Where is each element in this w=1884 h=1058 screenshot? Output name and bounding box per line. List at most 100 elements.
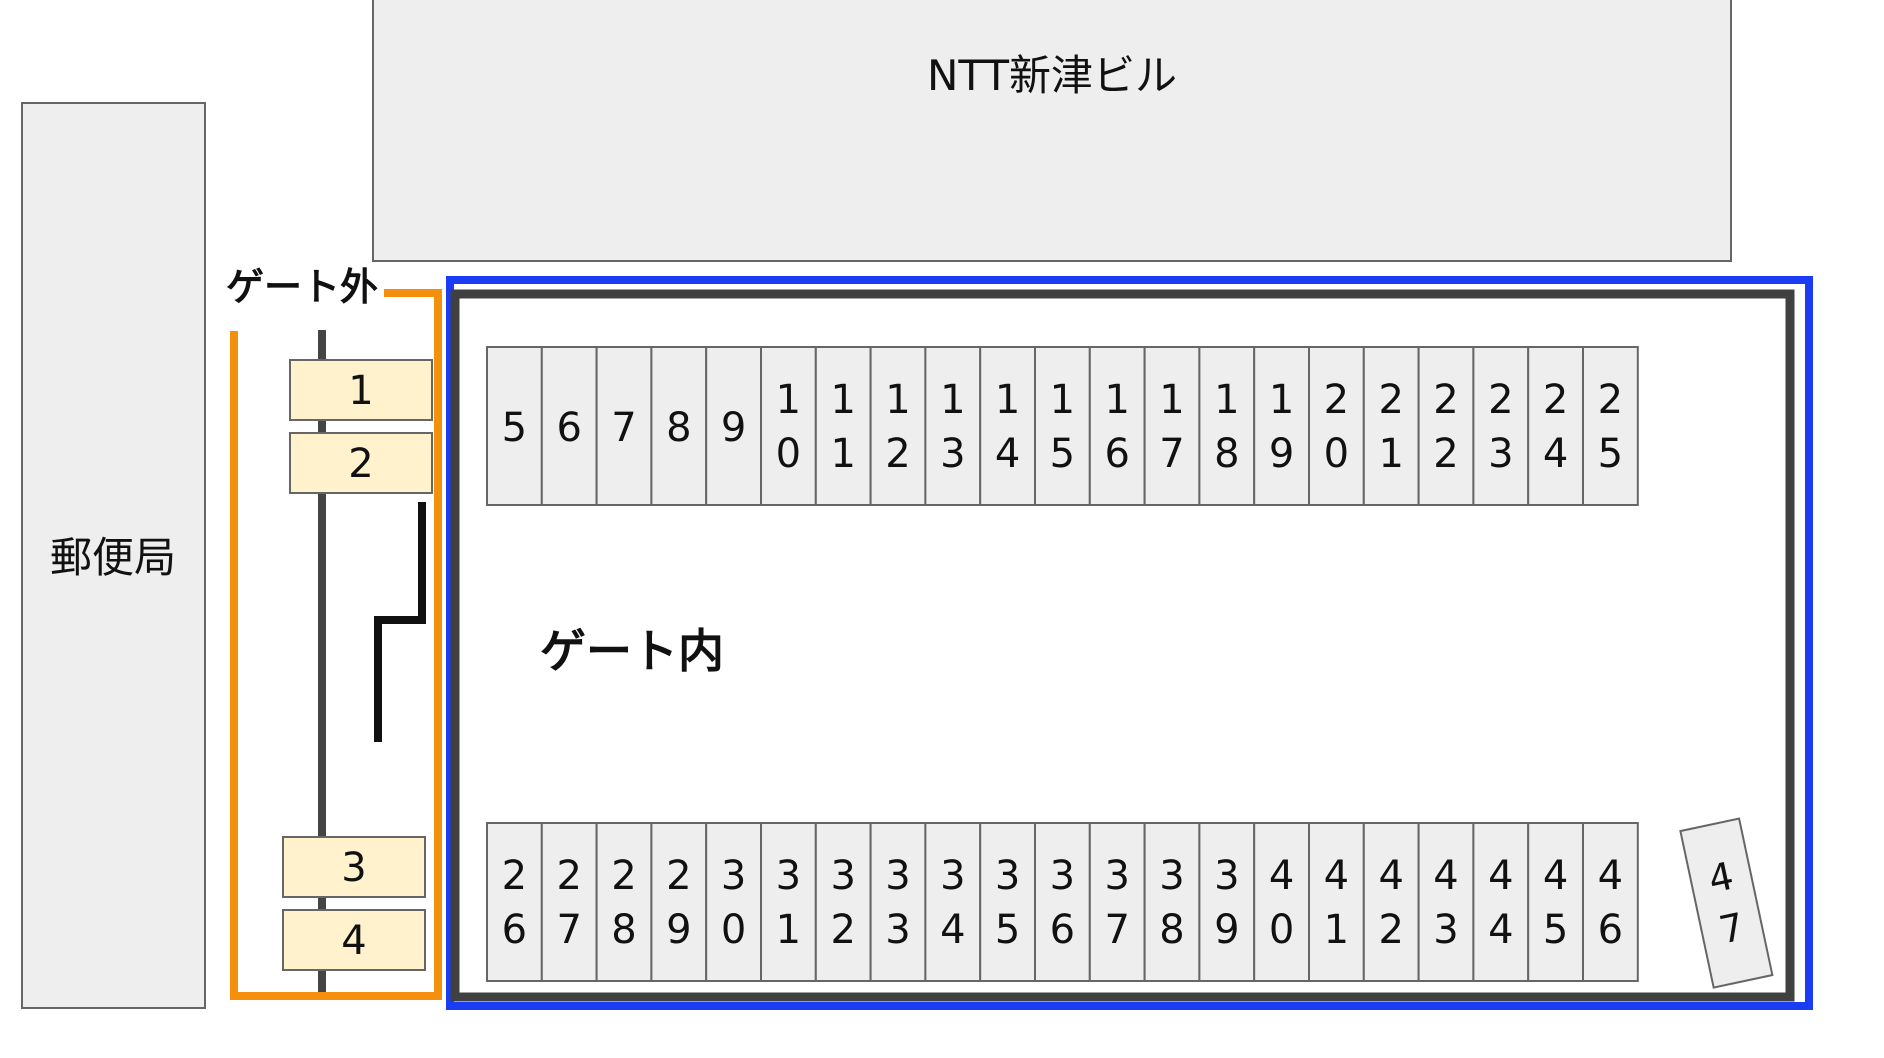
gate-barrier [374,502,426,742]
stall-19: 19 [1253,346,1310,506]
stall-44-digit-2: 4 [1488,907,1513,953]
stall-2: 2 [289,432,433,494]
inside-gate-border-inner [450,289,1795,1002]
stall-19-digit-1: 1 [1269,377,1294,423]
stall-47: 4 7 [1679,817,1774,989]
stall-23-digit-2: 3 [1488,431,1513,477]
stall-38: 38 [1143,822,1201,982]
stall-16-digit-2: 6 [1104,431,1129,477]
stall-39: 39 [1198,822,1256,982]
stall-13-digit-2: 3 [940,431,965,477]
stall-29-digit-2: 9 [666,907,691,953]
inside-gate-label: ゲート内 [540,624,724,678]
stall-25-digit-1: 2 [1598,377,1623,423]
stall-2-label: 2 [348,441,373,487]
stall-5: 5 [486,346,543,506]
outside-gate-border [230,289,442,1000]
stall-23: 23 [1472,346,1530,506]
stall-43-digit-1: 4 [1433,853,1458,899]
stall-17: 17 [1143,346,1201,506]
stall-44: 44 [1472,822,1530,982]
stall-26: 26 [486,822,543,982]
stall-39-digit-2: 9 [1214,907,1239,953]
stall-3-label: 3 [341,845,366,891]
stall-36-digit-1: 3 [1050,853,1075,899]
stall-13-digit-1: 1 [940,377,965,423]
stall-46: 46 [1582,822,1639,982]
stall-22-digit-1: 2 [1433,377,1458,423]
stall-37-digit-1: 3 [1104,853,1129,899]
stall-20-digit-2: 0 [1324,431,1349,477]
stall-41-digit-2: 1 [1324,907,1349,953]
stall-33-digit-2: 3 [885,907,910,953]
stall-24: 24 [1527,346,1584,506]
stall-40-digit-1: 4 [1269,853,1294,899]
stall-43: 43 [1417,822,1475,982]
stall-37: 37 [1088,822,1146,982]
stall-26-digit-2: 6 [502,907,527,953]
stall-31-digit-2: 1 [776,907,801,953]
stall-28-digit-1: 2 [611,853,636,899]
stall-25: 25 [1582,346,1639,506]
stall-29-digit-1: 2 [666,853,691,899]
stall-8: 8 [650,346,708,506]
bottom-row-stalls: 2627282930313233343536373839404142434445… [486,822,1639,982]
stall-12: 12 [869,346,927,506]
stall-31: 31 [760,822,817,982]
stall-18: 18 [1198,346,1256,506]
stall-11-digit-1: 1 [830,377,855,423]
stall-23-digit-1: 2 [1488,377,1513,423]
stall-9: 9 [705,346,763,506]
stall-10-digit-1: 1 [776,377,801,423]
stall-21-digit-1: 2 [1378,377,1403,423]
stall-28: 28 [595,822,653,982]
stall-33-digit-1: 3 [885,853,910,899]
stall-8-label: 8 [666,405,691,451]
stall-15-digit-1: 1 [1050,377,1075,423]
stall-7: 7 [595,346,653,506]
stall-7-label: 7 [611,405,636,451]
stall-20-digit-1: 2 [1324,377,1349,423]
stall-20: 20 [1308,346,1365,506]
inside-gate-border-outer [446,276,1813,1010]
stall-32-digit-1: 3 [830,853,855,899]
stall-38-digit-1: 3 [1159,853,1184,899]
stall-34-digit-2: 4 [940,907,965,953]
stall-30: 30 [705,822,763,982]
stall-32: 32 [814,822,872,982]
stall-41: 41 [1308,822,1365,982]
post-office-building: 郵便局 [21,102,206,1009]
stall-42: 42 [1362,822,1420,982]
stall-17-digit-1: 1 [1159,377,1184,423]
stall-44-digit-1: 4 [1488,853,1513,899]
stall-43-digit-2: 3 [1433,907,1458,953]
ntt-building: NTT新津ビル [372,0,1732,262]
stall-37-digit-2: 7 [1104,907,1129,953]
stall-46-digit-2: 6 [1598,907,1623,953]
stall-31-digit-1: 3 [776,853,801,899]
post-office-label: 郵便局 [50,533,176,582]
stall-11-digit-2: 1 [830,431,855,477]
stall-32-digit-2: 2 [830,907,855,953]
stall-6: 6 [540,346,598,506]
stall-10-digit-2: 0 [776,431,801,477]
stall-12-digit-2: 2 [885,431,910,477]
stall-35-digit-1: 3 [995,853,1020,899]
stall-12-digit-1: 1 [885,377,910,423]
stall-45: 45 [1527,822,1584,982]
stall-16: 16 [1088,346,1146,506]
stall-4: 4 [282,909,426,971]
stall-38-digit-2: 8 [1159,907,1184,953]
stall-36: 36 [1034,822,1091,982]
stall-34: 34 [924,822,982,982]
stall-27-digit-1: 2 [556,853,581,899]
stall-1-label: 1 [348,368,373,414]
stall-40: 40 [1253,822,1310,982]
stall-33: 33 [869,822,927,982]
stall-42-digit-1: 4 [1378,853,1403,899]
stall-41-digit-1: 4 [1324,853,1349,899]
stall-34-digit-1: 3 [940,853,965,899]
